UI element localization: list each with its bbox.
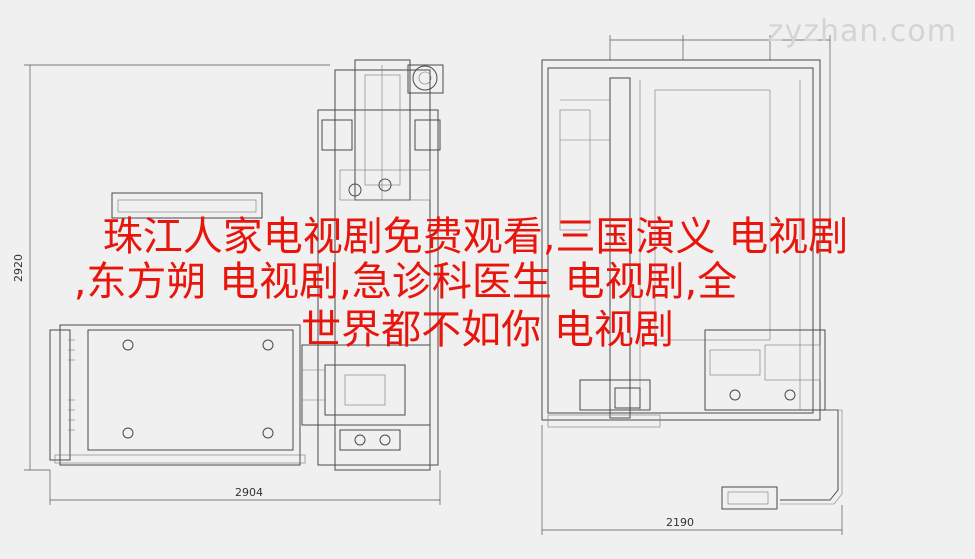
height-dimension-label: 2920 xyxy=(12,254,25,282)
overlay-title-line-1: 珠江人家电视剧免费观看,三国演义 电视剧 xyxy=(102,214,849,260)
width-dimension-left-label: 2904 xyxy=(235,486,263,499)
site-watermark: zyzhan.com xyxy=(767,14,957,49)
right-view: 2190 xyxy=(541,35,843,535)
overlay-title-line-3: 世界都不如你 电视剧 xyxy=(301,307,674,353)
overlay-title-line-2: ,东方朔 电视剧,急诊科医生 电视剧,全 xyxy=(73,259,738,305)
left-view: 2920 xyxy=(12,59,444,505)
width-dimension-right-label: 2190 xyxy=(666,516,694,529)
